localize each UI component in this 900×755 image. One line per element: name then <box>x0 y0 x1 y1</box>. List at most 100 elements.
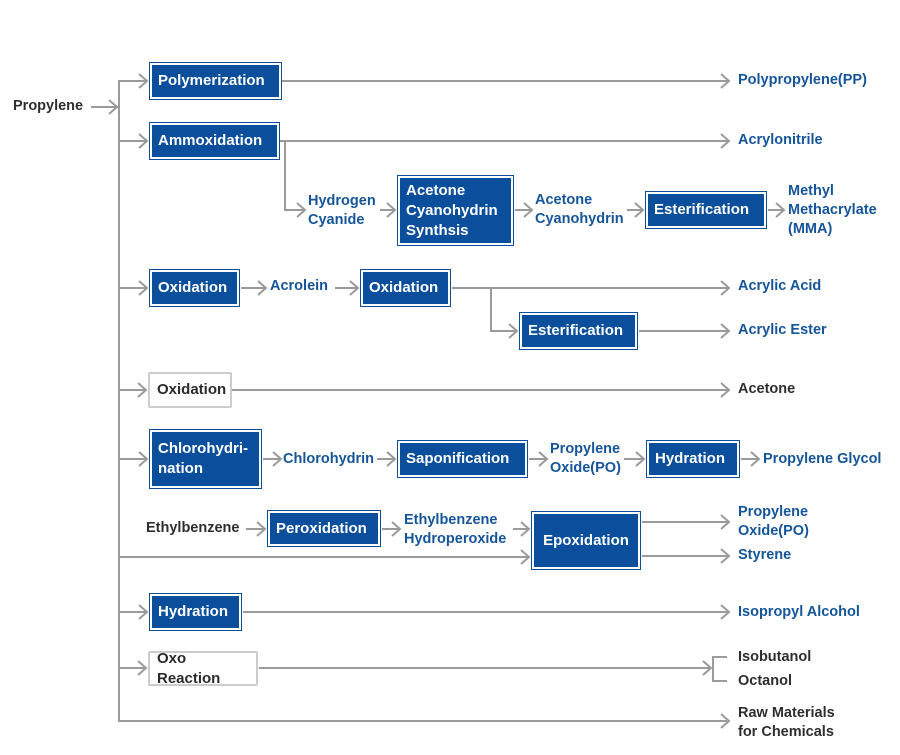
bracket <box>712 656 727 682</box>
arrow-head <box>137 382 148 398</box>
process-oxidation-2: Oxidation <box>360 269 451 307</box>
process-hydration-pg: Hydration <box>646 440 740 478</box>
process-chlorohydrination: Chlorohydri- nation <box>149 429 262 489</box>
text-line: Oxide(PO) <box>738 523 809 539</box>
product-styrene: Styrene <box>738 547 792 563</box>
arrow-head <box>138 280 149 296</box>
process-label-line: Acetone <box>406 181 466 199</box>
product-raw-materials: Raw Materials for Chemicals <box>738 704 835 742</box>
arrow-head <box>720 280 731 296</box>
arrow-head <box>257 280 268 296</box>
intermediate-propylene-oxide: Propylene Oxide(PO) <box>550 440 621 478</box>
arrow-head <box>138 451 149 467</box>
product-propylene-glycol: Propylene Glycol <box>763 451 882 467</box>
arrow-head <box>108 99 119 115</box>
process-oxo-reaction: Oxo Reaction <box>148 649 258 687</box>
process-epoxidation: Epoxidation <box>531 511 641 570</box>
arrow-head <box>775 202 786 218</box>
arrow-head <box>272 451 283 467</box>
arrow-head <box>523 202 534 218</box>
text-line: Oxide(PO) <box>550 460 621 476</box>
text-line: Propylene <box>738 504 809 520</box>
process-label: Peroxidation <box>276 519 367 537</box>
text-line: Methacrylate <box>788 202 877 218</box>
process-label-line: Cyanohydrin <box>406 201 498 219</box>
intermediate-hydrogen-cyanide: Hydrogen Cyanide <box>308 192 376 230</box>
arrow-head <box>702 660 713 676</box>
arrow-head <box>720 514 731 530</box>
arrow-head <box>349 280 360 296</box>
arrow-head <box>296 202 307 218</box>
process-label: Oxidation <box>157 381 227 398</box>
intermediate-chlorohydrin: Chlorohydrin <box>283 451 375 467</box>
product-octanol: Octanol <box>738 673 792 689</box>
arrow-head <box>138 133 149 149</box>
process-label-line: nation <box>158 460 203 477</box>
trunk-line <box>118 80 727 722</box>
arrow-head <box>256 521 267 537</box>
text-line: Raw Materials <box>738 705 835 721</box>
product-mma: Methyl Methacrylate (MMA) <box>788 182 877 239</box>
text-line: Ethylbenzene <box>404 512 498 528</box>
process-polymerization: Polymerization <box>149 62 282 100</box>
process-peroxidation: Peroxidation <box>267 510 381 547</box>
product-propylene-oxide: Propylene Oxide(PO) <box>738 503 809 541</box>
intermediate-ethylbenzene-hydroperoxide: Ethylbenzene Hydroperoxide <box>404 511 506 549</box>
arrow-head <box>386 202 397 218</box>
arrow-head <box>720 382 731 398</box>
process-esterification-acrylic: Esterification <box>519 312 638 350</box>
text-line: Hydroperoxide <box>404 531 507 547</box>
arrow-head <box>137 660 148 676</box>
product-acrylic-acid: Acrylic Acid <box>738 278 822 294</box>
product-isopropyl-alcohol: Isopropyl Alcohol <box>738 604 860 620</box>
product-polypropylene: Polypropylene(PP) <box>738 72 867 88</box>
process-label: Hydration <box>158 603 229 620</box>
product-isobutanol: Isobutanol <box>738 649 812 665</box>
arrow-head <box>520 521 531 537</box>
intermediate-acrolein: Acrolein <box>270 278 329 294</box>
process-label: Saponification <box>406 450 510 467</box>
product-acetone: Acetone <box>738 381 796 397</box>
arrow-head <box>720 548 731 564</box>
source-propylene: Propylene <box>13 98 84 114</box>
arrow-head <box>720 713 731 729</box>
process-label-line: Chlorohydri- <box>158 440 248 457</box>
arrow-head <box>138 73 149 89</box>
intermediate-ethylbenzene: Ethylbenzene <box>146 520 240 536</box>
process-label: Oxo Reaction <box>157 649 221 687</box>
arrow-head <box>386 451 397 467</box>
process-label: Ammoxidation <box>158 132 263 149</box>
arrow-head <box>138 604 149 620</box>
arrow-head <box>538 451 549 467</box>
product-acrylic-ester: Acrylic Ester <box>738 322 827 338</box>
arrow-head <box>720 323 731 339</box>
text-line: Hydrogen <box>308 193 376 209</box>
arrow-head <box>750 451 761 467</box>
process-label: Epoxidation <box>543 531 629 549</box>
text-line: (MMA) <box>788 221 833 237</box>
arrow-head <box>635 451 646 467</box>
text-line: Cyanide <box>308 212 365 228</box>
process-label: Oxidation <box>158 279 228 296</box>
text-line: Cyanohydrin <box>535 211 624 227</box>
text-line: Acetone <box>535 192 593 208</box>
process-saponification: Saponification <box>397 440 528 478</box>
arrow-head <box>508 323 519 339</box>
process-hydration-ipa: Hydration <box>149 593 242 631</box>
text-line: Propylene <box>550 441 621 457</box>
text-line: for Chemicals <box>738 724 834 740</box>
process-label: Oxidation <box>369 279 439 296</box>
arrow-head <box>720 604 731 620</box>
process-label: Esterification <box>528 322 624 339</box>
process-label: Polymerization <box>158 72 265 89</box>
intermediate-acetone-cyanohydrin: Acetone Cyanohydrin <box>535 191 624 229</box>
arrow-head <box>634 202 645 218</box>
arrow-head <box>720 73 731 89</box>
product-acrylonitrile: Acrylonitrile <box>738 132 823 148</box>
process-ammoxidation: Ammoxidation <box>149 122 280 160</box>
process-label: Esterification <box>654 201 750 218</box>
process-acetone-cyanohydrin-synthesis: Acetone Cyanohydrin Synthsis <box>397 175 514 246</box>
process-label: Hydration <box>655 450 726 467</box>
arrow-head <box>520 549 531 565</box>
